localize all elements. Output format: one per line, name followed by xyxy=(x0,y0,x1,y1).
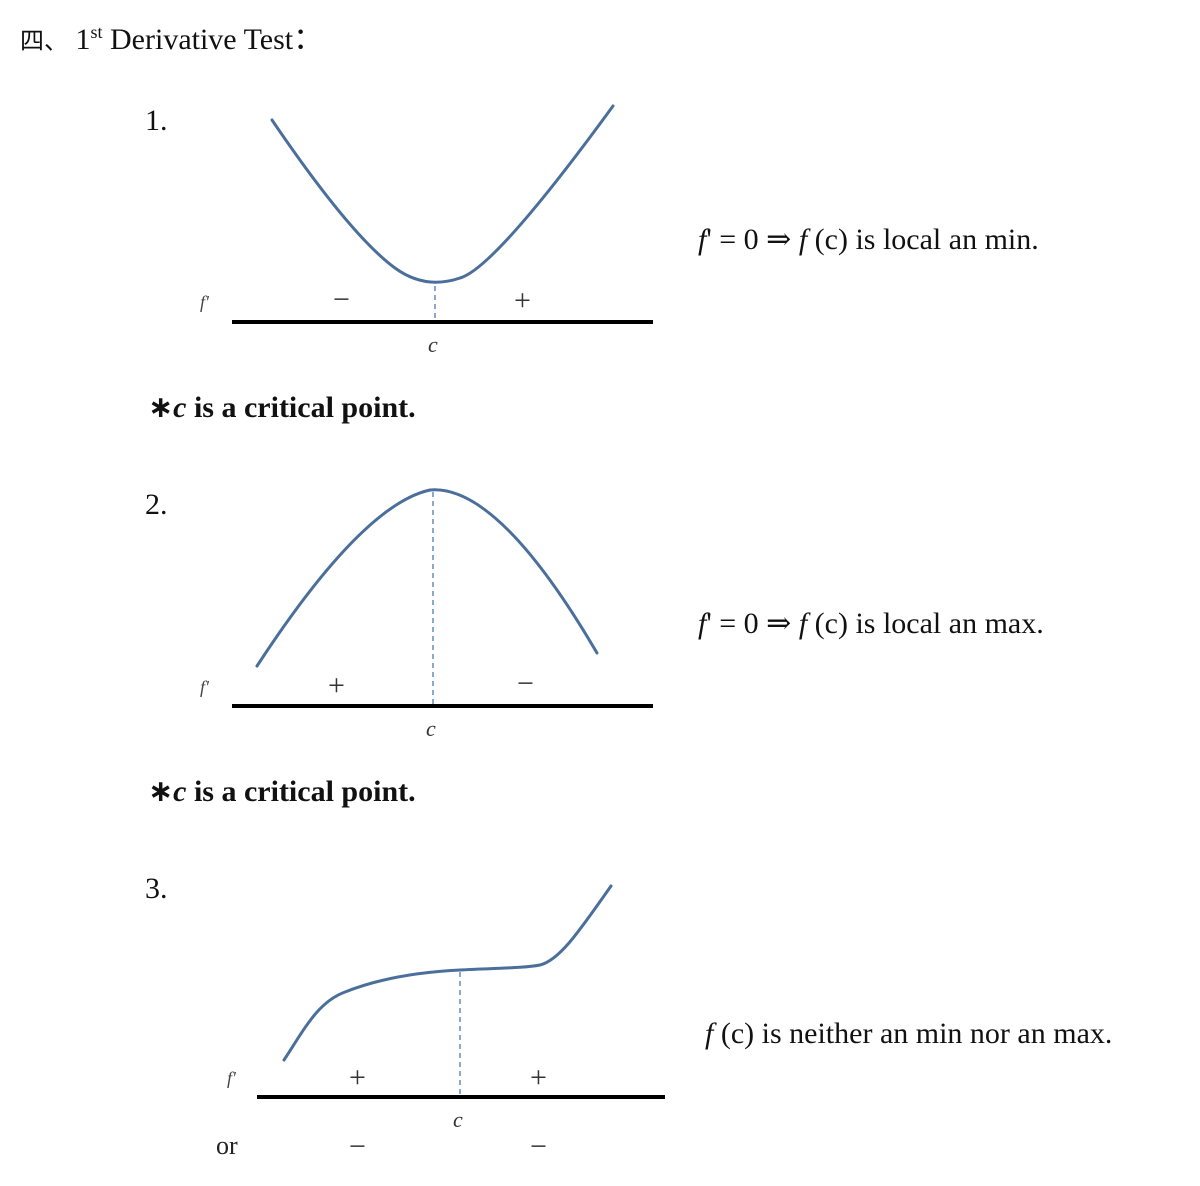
section-1-note: ∗c is a critical point. xyxy=(148,390,416,425)
section-2-number: 2. xyxy=(145,488,168,521)
section-1-fprime-label: f' xyxy=(200,292,210,312)
heading-prefix: 四 xyxy=(20,27,44,55)
section-2-fprime-label: f' xyxy=(200,677,210,697)
section-3-left-sign: + xyxy=(349,1061,366,1094)
section-1-right-sign: + xyxy=(514,284,531,317)
section-1-equation: f' = 0 ⇒ f (c) is local an min. xyxy=(698,223,1039,256)
section-1-c-label: c xyxy=(428,332,438,357)
section-3-equation: f (c) is neither an min nor an max. xyxy=(705,1017,1113,1050)
section-3-c-label: c xyxy=(453,1107,463,1132)
section-3-fprime-label: f' xyxy=(227,1068,237,1088)
section-2-note: ∗c is a critical point. xyxy=(148,774,416,809)
section-1-left-sign: − xyxy=(333,283,350,316)
section-2-left-sign: + xyxy=(328,669,345,702)
section-3-alt-left-sign: − xyxy=(349,1130,366,1163)
heading-title: Derivative Test xyxy=(110,23,294,56)
heading-colon: ： xyxy=(293,23,324,56)
section-2-right-sign: − xyxy=(517,667,534,700)
section-2-c-label: c xyxy=(426,716,436,741)
section-3-or-label: or xyxy=(216,1131,238,1160)
section-3-curve xyxy=(282,884,613,1062)
section-1-curve xyxy=(270,104,615,284)
section-3-right-sign: + xyxy=(530,1061,547,1094)
heading-separator: 、 xyxy=(44,27,68,55)
page-heading: 四、 1st Derivative Test： xyxy=(20,14,323,58)
section-2-equation: f' = 0 ⇒ f (c) is local an max. xyxy=(698,607,1044,640)
section-3-alt-right-sign: − xyxy=(530,1130,547,1163)
heading-number: 1 xyxy=(75,23,91,56)
section-3-number: 3. xyxy=(145,872,168,905)
section-2-curve xyxy=(255,488,599,668)
section-1-number: 1. xyxy=(145,104,168,137)
heading-ordinal: st xyxy=(90,22,103,42)
